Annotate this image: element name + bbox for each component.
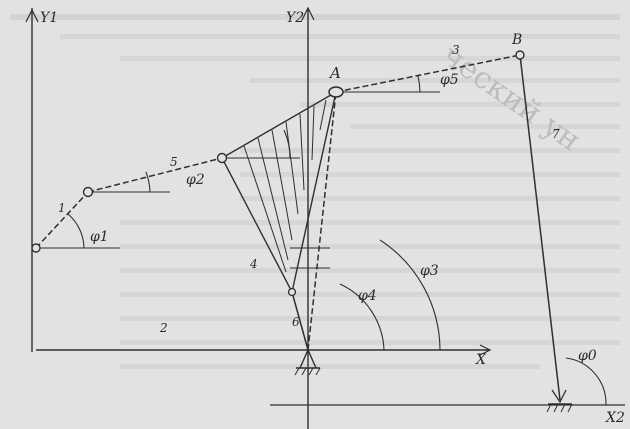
background-text-lines — [10, 14, 620, 369]
label-joint-b: B — [511, 32, 522, 48]
link-5 — [307, 91, 337, 351]
label-phi4: φ4 — [358, 288, 377, 304]
label-y1: Y1 — [40, 10, 58, 26]
label-phi5: φ5 — [440, 72, 459, 88]
label-x2: X2 — [605, 410, 625, 426]
label-link1: 1 — [58, 201, 66, 215]
reference-lines — [36, 91, 440, 269]
label-phi2: φ2 — [186, 172, 205, 188]
label-phi0: φ0 — [578, 348, 597, 364]
label-phi1: φ1 — [90, 229, 109, 245]
joint-a — [328, 86, 344, 98]
angle-arcs — [67, 75, 607, 406]
label-link3: 3 — [452, 43, 460, 57]
label-joint-a: A — [328, 64, 341, 82]
link-6 — [291, 291, 309, 351]
joint-e — [287, 287, 297, 297]
hatched-link-body — [221, 90, 338, 295]
link-3 — [335, 54, 521, 93]
label-link5: 5 — [170, 155, 178, 169]
label-link4: 4 — [249, 257, 258, 271]
label-y2: Y2 — [286, 10, 304, 26]
label-link6: 6 — [292, 315, 300, 329]
link-1 — [35, 191, 89, 249]
link-2 — [87, 157, 223, 193]
link-7 — [519, 54, 561, 401]
label-x: X — [475, 352, 487, 368]
joint-b — [515, 50, 525, 60]
joint-d — [216, 152, 228, 164]
label-phi3: φ3 — [420, 263, 439, 279]
joint-origin — [31, 243, 41, 253]
mechanism-links — [35, 54, 567, 404]
joints — [31, 50, 525, 297]
label-link2: 2 — [159, 321, 168, 335]
label-link7: 7 — [552, 127, 560, 141]
joint-c — [82, 186, 94, 198]
diagram-labels: Y1 Y2 X X2 A B φ1 φ2 φ3 φ4 φ5 φ0 1 2 3 4… — [40, 10, 625, 426]
ground-supports — [294, 348, 573, 413]
